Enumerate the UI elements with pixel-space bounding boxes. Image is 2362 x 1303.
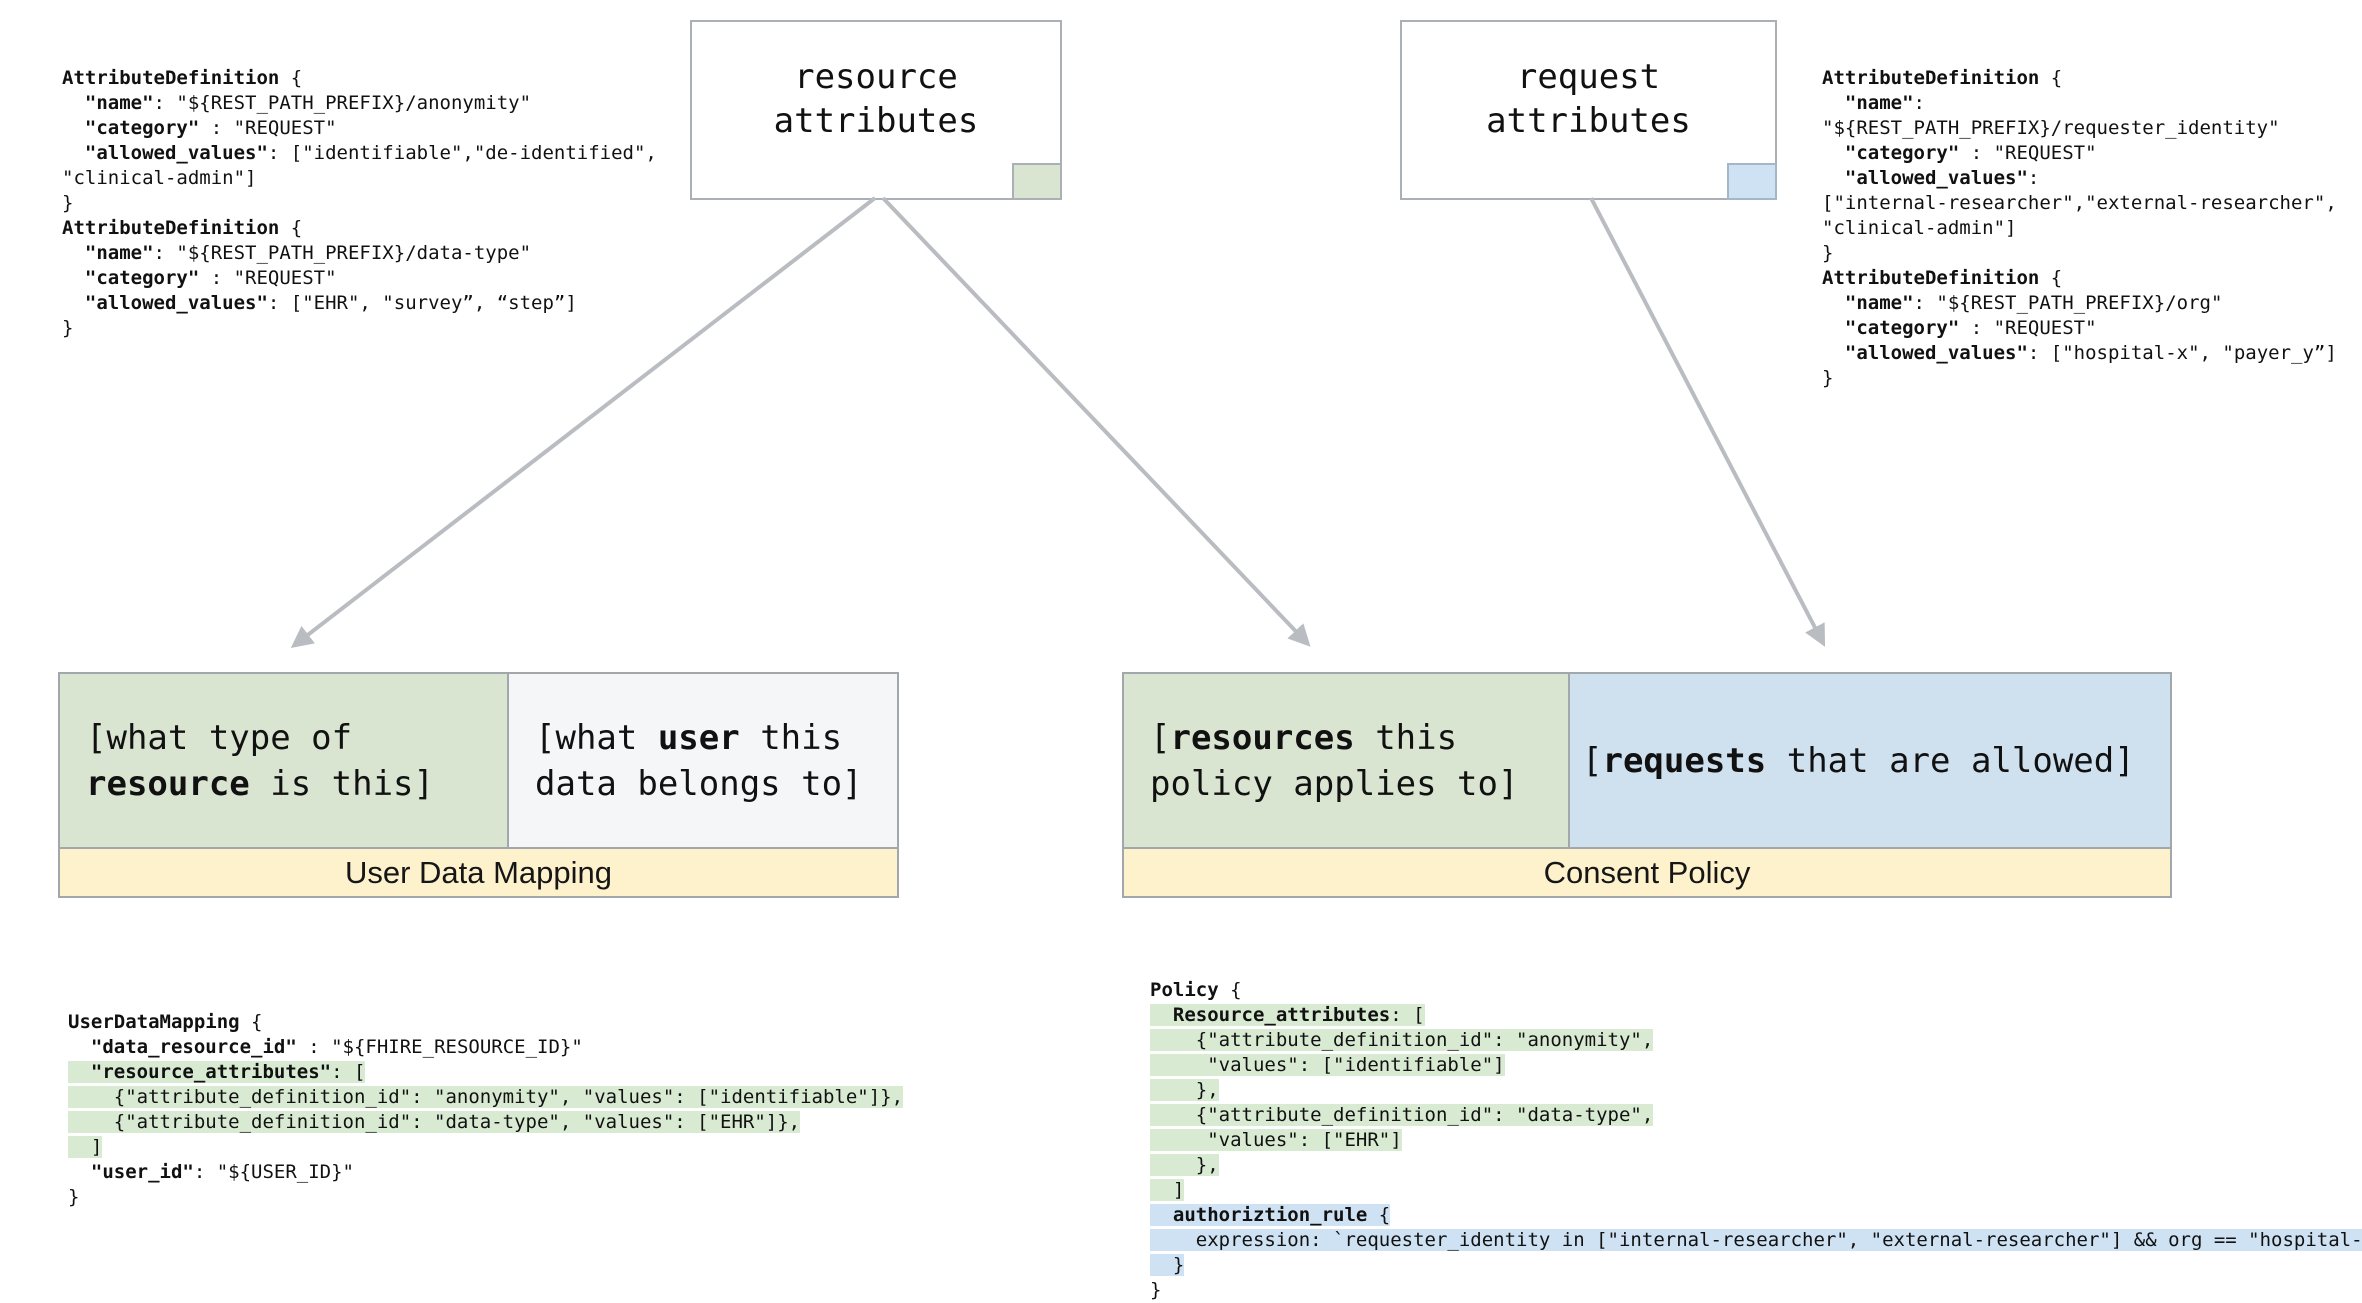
- user-data-mapping-title: User Data Mapping: [60, 847, 897, 896]
- arrow-request-to-consentpolicy: [1589, 197, 1826, 647]
- policy-code: Policy { Resource_attributes: [ {"attrib…: [1150, 978, 2362, 1303]
- green-legend-swatch: [1012, 163, 1062, 200]
- consent-policy-requests-cell: [requests that are allowed]: [1570, 674, 2170, 847]
- attribute-definition-code-left: AttributeDefinition { "name": "${REST_PA…: [62, 67, 657, 339]
- consent-policy-title: Consent Policy: [1124, 847, 2170, 896]
- arrow-resource-to-consentpolicy: [881, 196, 1311, 647]
- user-data-mapping-code: UserDataMapping { "data_resource_id" : "…: [68, 1011, 904, 1208]
- blue-legend-swatch: [1727, 163, 1777, 200]
- attribute-definition-code-right: AttributeDefinition { "name":"${REST_PAT…: [1822, 67, 2337, 389]
